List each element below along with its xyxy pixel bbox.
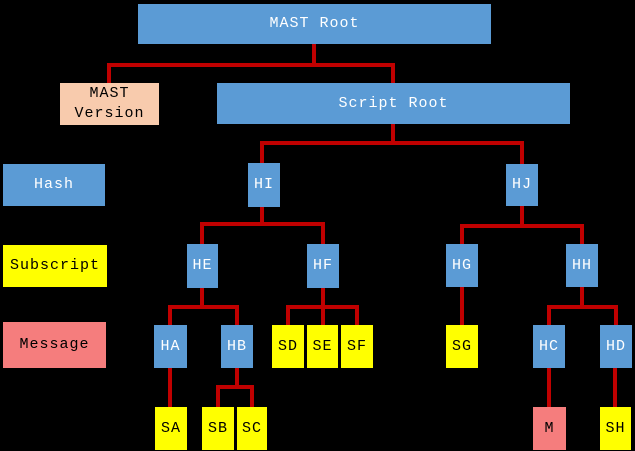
node-hg: HG [446, 244, 478, 287]
connector-hg-sg [460, 287, 464, 325]
connector-ha-drop [168, 309, 172, 325]
node-sc: SC [237, 407, 267, 450]
connector-hh-bar [547, 305, 618, 309]
node-script-root: Script Root [217, 83, 570, 124]
connector-scriptroot-bar [260, 141, 524, 145]
connector-hf-drop [321, 226, 325, 244]
node-mast-version: MAST Version [60, 83, 159, 125]
node-sh: SH [600, 407, 631, 450]
node-ha: HA [154, 325, 187, 368]
connector-hb-stem [235, 368, 239, 389]
connector-sd-drop [286, 309, 290, 325]
connector-hj-stem [520, 206, 524, 228]
connector-hh-drop [580, 228, 584, 244]
connector-hc-m [547, 368, 551, 407]
legend-message: Message [3, 322, 106, 368]
connector-hb-drop [235, 309, 239, 325]
legend-hash: Hash [3, 164, 105, 206]
node-hf: HF [307, 244, 339, 288]
node-he: HE [187, 244, 218, 288]
connector-ha-sa [168, 368, 172, 407]
node-sb: SB [202, 407, 234, 450]
node-hd: HD [600, 325, 632, 368]
connector-sb-drop [216, 389, 220, 407]
node-mast-root: MAST Root [138, 4, 491, 44]
connector-hc-drop [547, 309, 551, 325]
node-sa: SA [155, 407, 187, 450]
connector-scriptroot-drop [391, 67, 395, 83]
node-se: SE [307, 325, 338, 368]
connector-hd-sh [613, 368, 617, 407]
connector-hf-bar [286, 305, 359, 309]
legend-subscript: Subscript [3, 245, 107, 287]
node-hi: HI [248, 163, 280, 207]
node-hh: HH [566, 244, 598, 287]
connector-hh-stem [580, 287, 584, 309]
connector-hg-drop [460, 228, 464, 244]
connector-hj-drop [520, 145, 524, 164]
node-sd: SD [272, 325, 304, 368]
connector-he-stem [200, 288, 204, 309]
node-hj: HJ [506, 164, 538, 206]
connector-mastversion-drop [107, 67, 111, 83]
node-sg: SG [446, 325, 478, 368]
connector-hi-stem [260, 207, 264, 226]
connector-sc-drop [250, 389, 254, 407]
node-sf: SF [341, 325, 373, 368]
connector-hi-drop [260, 145, 264, 163]
connector-mastroot-stem [312, 44, 316, 67]
node-hc: HC [533, 325, 565, 368]
connector-scriptroot-stem [391, 124, 395, 145]
connector-hj-bar [460, 224, 584, 228]
connector-mastroot-bar [107, 63, 395, 67]
node-m: M [533, 407, 566, 450]
connector-sf-drop [355, 309, 359, 325]
node-hb: HB [221, 325, 253, 368]
connector-hb-bar [216, 385, 254, 389]
connector-he-drop [200, 226, 204, 244]
connector-hd-drop [614, 309, 618, 325]
connector-he-bar [168, 305, 239, 309]
connector-hi-bar [200, 222, 325, 226]
